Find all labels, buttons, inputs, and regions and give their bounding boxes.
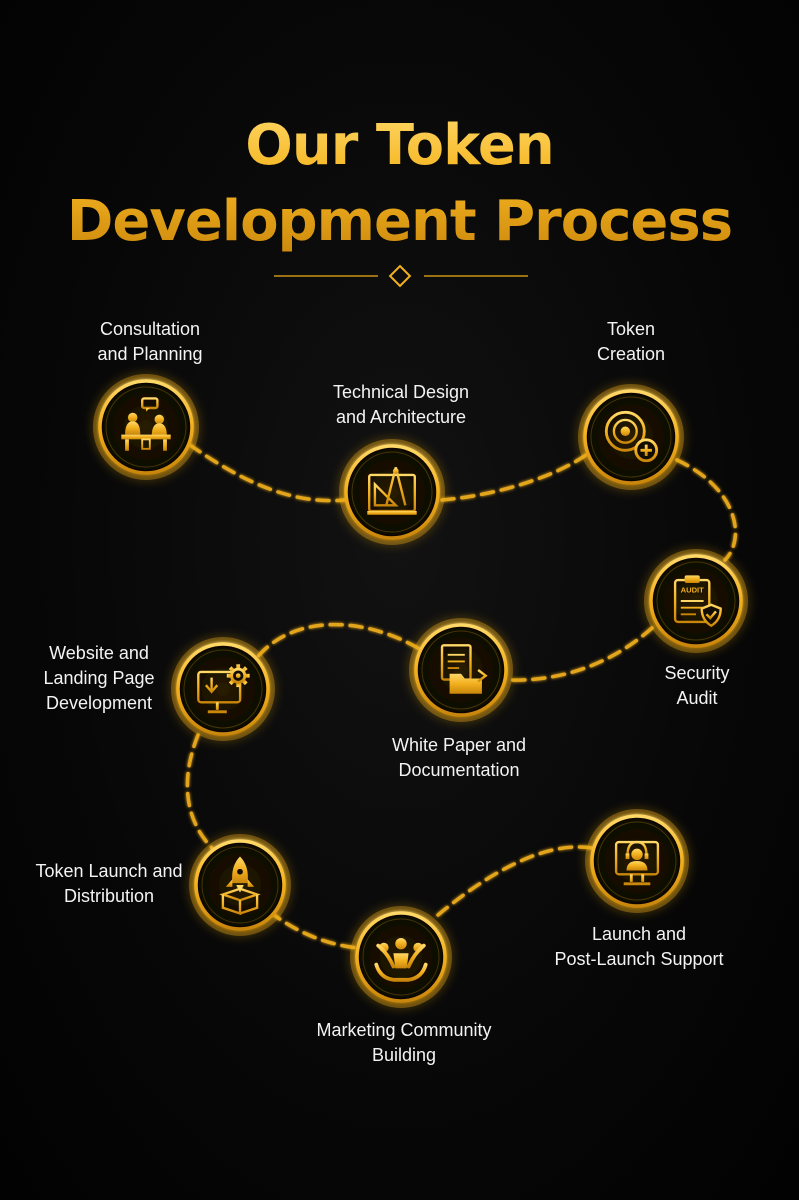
- step-label-consultation: Consultation and Planning: [97, 317, 202, 367]
- process-connector-path: [185, 443, 738, 950]
- support-agent-icon: [614, 840, 660, 886]
- step-label-line2: Landing Page: [43, 668, 155, 688]
- step-label-line3: Development: [45, 693, 153, 713]
- step-node-security-audit: AUDIT: [644, 549, 748, 653]
- audit-clipboard-shield-icon: AUDIT: [673, 575, 722, 628]
- rocket-box-icon: [219, 856, 261, 916]
- monitor-gear-icon: [197, 664, 250, 714]
- title-divider: [274, 264, 528, 288]
- step-label-line1: Consultation: [99, 319, 201, 339]
- step-label-line2: Documentation: [398, 760, 520, 780]
- step-node-website: [171, 637, 275, 741]
- document-folder-icon: [440, 644, 488, 694]
- step-node-token-creation: [578, 384, 684, 490]
- step-label-line1: Website and: [49, 643, 149, 663]
- step-label-line1: Security: [664, 663, 730, 683]
- community-people-icon: [374, 938, 428, 982]
- step-label-line1: Technical Design: [332, 382, 470, 402]
- step-node-token-launch: [189, 834, 291, 936]
- step-label-line2: and Planning: [97, 344, 203, 364]
- step-node-consultation: [93, 374, 199, 480]
- step-label-line2: Post-Launch Support: [554, 949, 724, 969]
- step-label-line2: Creation: [596, 344, 666, 364]
- step-label-line1: Token Launch and: [35, 861, 183, 881]
- consultation-meeting-icon: [121, 397, 171, 451]
- step-label-technical-design: Technical Design and Architecture: [333, 380, 469, 430]
- step-node-marketing: [350, 906, 452, 1008]
- step-label-line2: Distribution: [63, 886, 155, 906]
- step-label-line1: Launch and: [591, 924, 687, 944]
- step-label-line1: Token: [606, 319, 656, 339]
- step-node-white-paper: [409, 618, 513, 722]
- step-label-line2: Building: [371, 1045, 437, 1065]
- step-node-support: [585, 809, 689, 913]
- step-label-line2: Audit: [676, 688, 718, 708]
- step-label-line1: White Paper and: [391, 735, 527, 755]
- coin-plus-icon: [604, 410, 659, 463]
- blueprint-design-icon: [367, 467, 417, 515]
- audit-badge-text: AUDIT: [681, 585, 705, 594]
- step-node-technical-design: [339, 439, 445, 545]
- step-label-line1: Marketing Community: [316, 1020, 492, 1040]
- step-label-line2: and Architecture: [335, 407, 467, 427]
